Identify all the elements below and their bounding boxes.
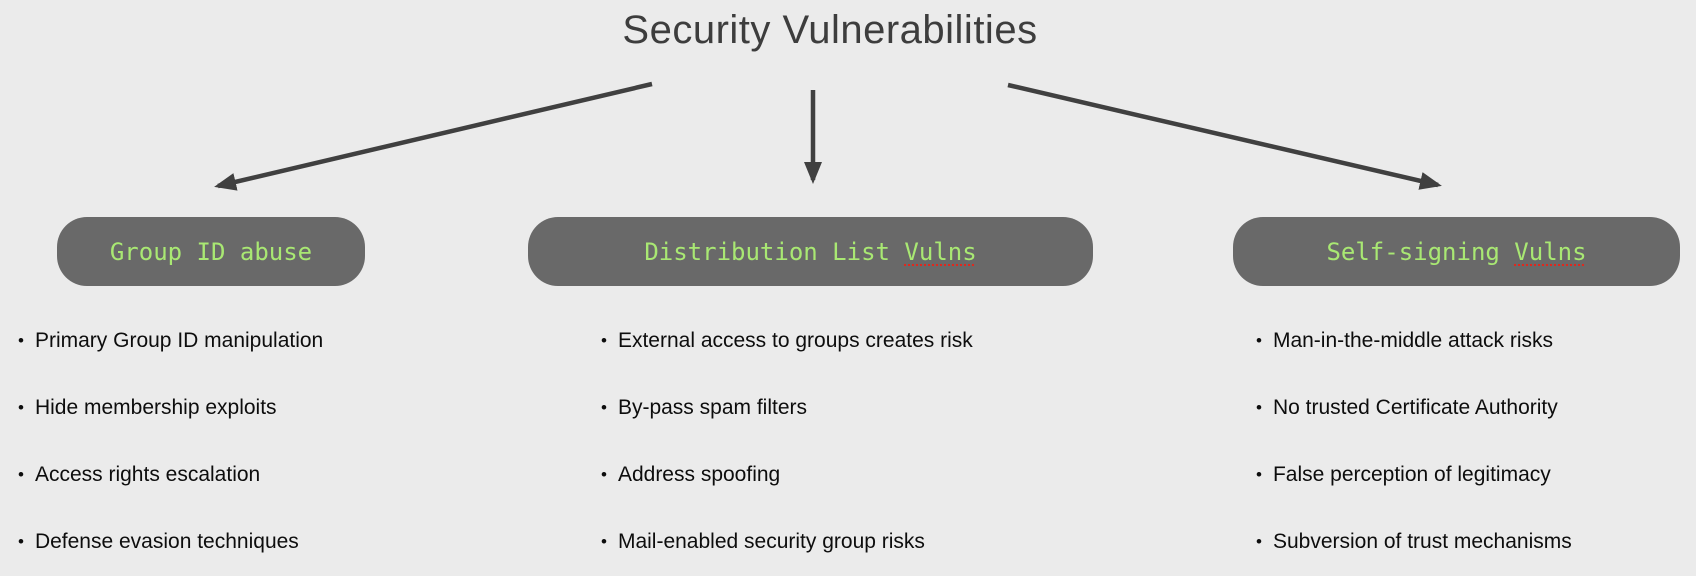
list-item: • External access to groups creates risk [601, 328, 973, 354]
node-label: Distribution List Vulns [644, 237, 977, 266]
bullet-icon: • [18, 331, 24, 350]
bullet-icon: • [601, 398, 607, 417]
node-distribution-list-vulns[interactable]: Distribution List Vulns [528, 217, 1093, 286]
list-item-text: Hide membership exploits [34, 396, 277, 419]
bullet-icon: • [1256, 532, 1262, 551]
spellcheck-flagged-word: Vulns [904, 237, 977, 266]
bullet-icon: • [1256, 398, 1262, 417]
list-item-text: No trusted Certificate Authority [1272, 396, 1558, 419]
list-item: • Hide membership exploits [18, 395, 323, 421]
bullet-icon: • [601, 331, 607, 350]
list-item-text: Mail-enabled security group risks [617, 530, 925, 553]
list-item: • Mail-enabled security group risks [601, 529, 973, 555]
node-label: Group ID abuse [109, 237, 313, 266]
list-item: • Access rights escalation [18, 462, 323, 488]
bullet-icon: • [601, 465, 607, 484]
arrow-to-self-signing-vulns [1007, 82, 1442, 190]
node-self-signing-vulns[interactable]: Self-signing Vulns [1233, 217, 1680, 286]
bullet-icon: • [18, 532, 24, 551]
list-item-text: Access rights escalation [34, 463, 261, 486]
node-label: Self-signing Vulns [1326, 237, 1587, 266]
page-title: Security Vulnerabilities [622, 8, 1038, 52]
arrow-to-group-id-abuse [214, 81, 653, 191]
list-item: • No trusted Certificate Authority [1256, 395, 1572, 421]
list-item: • By-pass spam filters [601, 395, 973, 421]
list-item-text: Address spoofing [617, 463, 781, 486]
list-item: • Subversion of trust mechanisms [1256, 529, 1572, 555]
list-item: • False perception of legitimacy [1256, 462, 1572, 488]
list-item-text: Subversion of trust mechanisms [1272, 530, 1572, 553]
bullet-icon: • [1256, 331, 1262, 350]
list-self-signing-vulns: • Man-in-the-middle attack risks • No trus… [1256, 328, 1572, 576]
list-item: • Man-in-the-middle attack risks [1256, 328, 1572, 354]
node-group-id-abuse[interactable]: Group ID abuse [57, 217, 365, 286]
bullet-icon: • [18, 465, 24, 484]
list-item-text: False perception of legitimacy [1272, 463, 1551, 486]
list-item-text: Man-in-the-middle attack risks [1272, 329, 1554, 352]
list-group-id-abuse: • Primary Group ID manipulation • Hide mem… [18, 328, 323, 576]
list-item-text: Primary Group ID manipulation [34, 329, 324, 352]
list-item-text: Defense evasion techniques [34, 530, 299, 553]
list-item: • Address spoofing [601, 462, 973, 488]
list-distribution-list-vulns: •External access to groups creates risk … [601, 328, 973, 576]
list-item: • Defense evasion techniques [18, 529, 323, 555]
list-item-text: External access to groups creates risk [617, 329, 973, 352]
bullet-icon: • [18, 398, 24, 417]
list-item-text: By-pass spam filters [617, 396, 808, 419]
bullet-icon: • [1256, 465, 1262, 484]
list-item: • Primary Group ID manipulation [18, 328, 323, 354]
spellcheck-flagged-word: Vulns [1514, 237, 1587, 266]
bullet-icon: • [601, 532, 607, 551]
